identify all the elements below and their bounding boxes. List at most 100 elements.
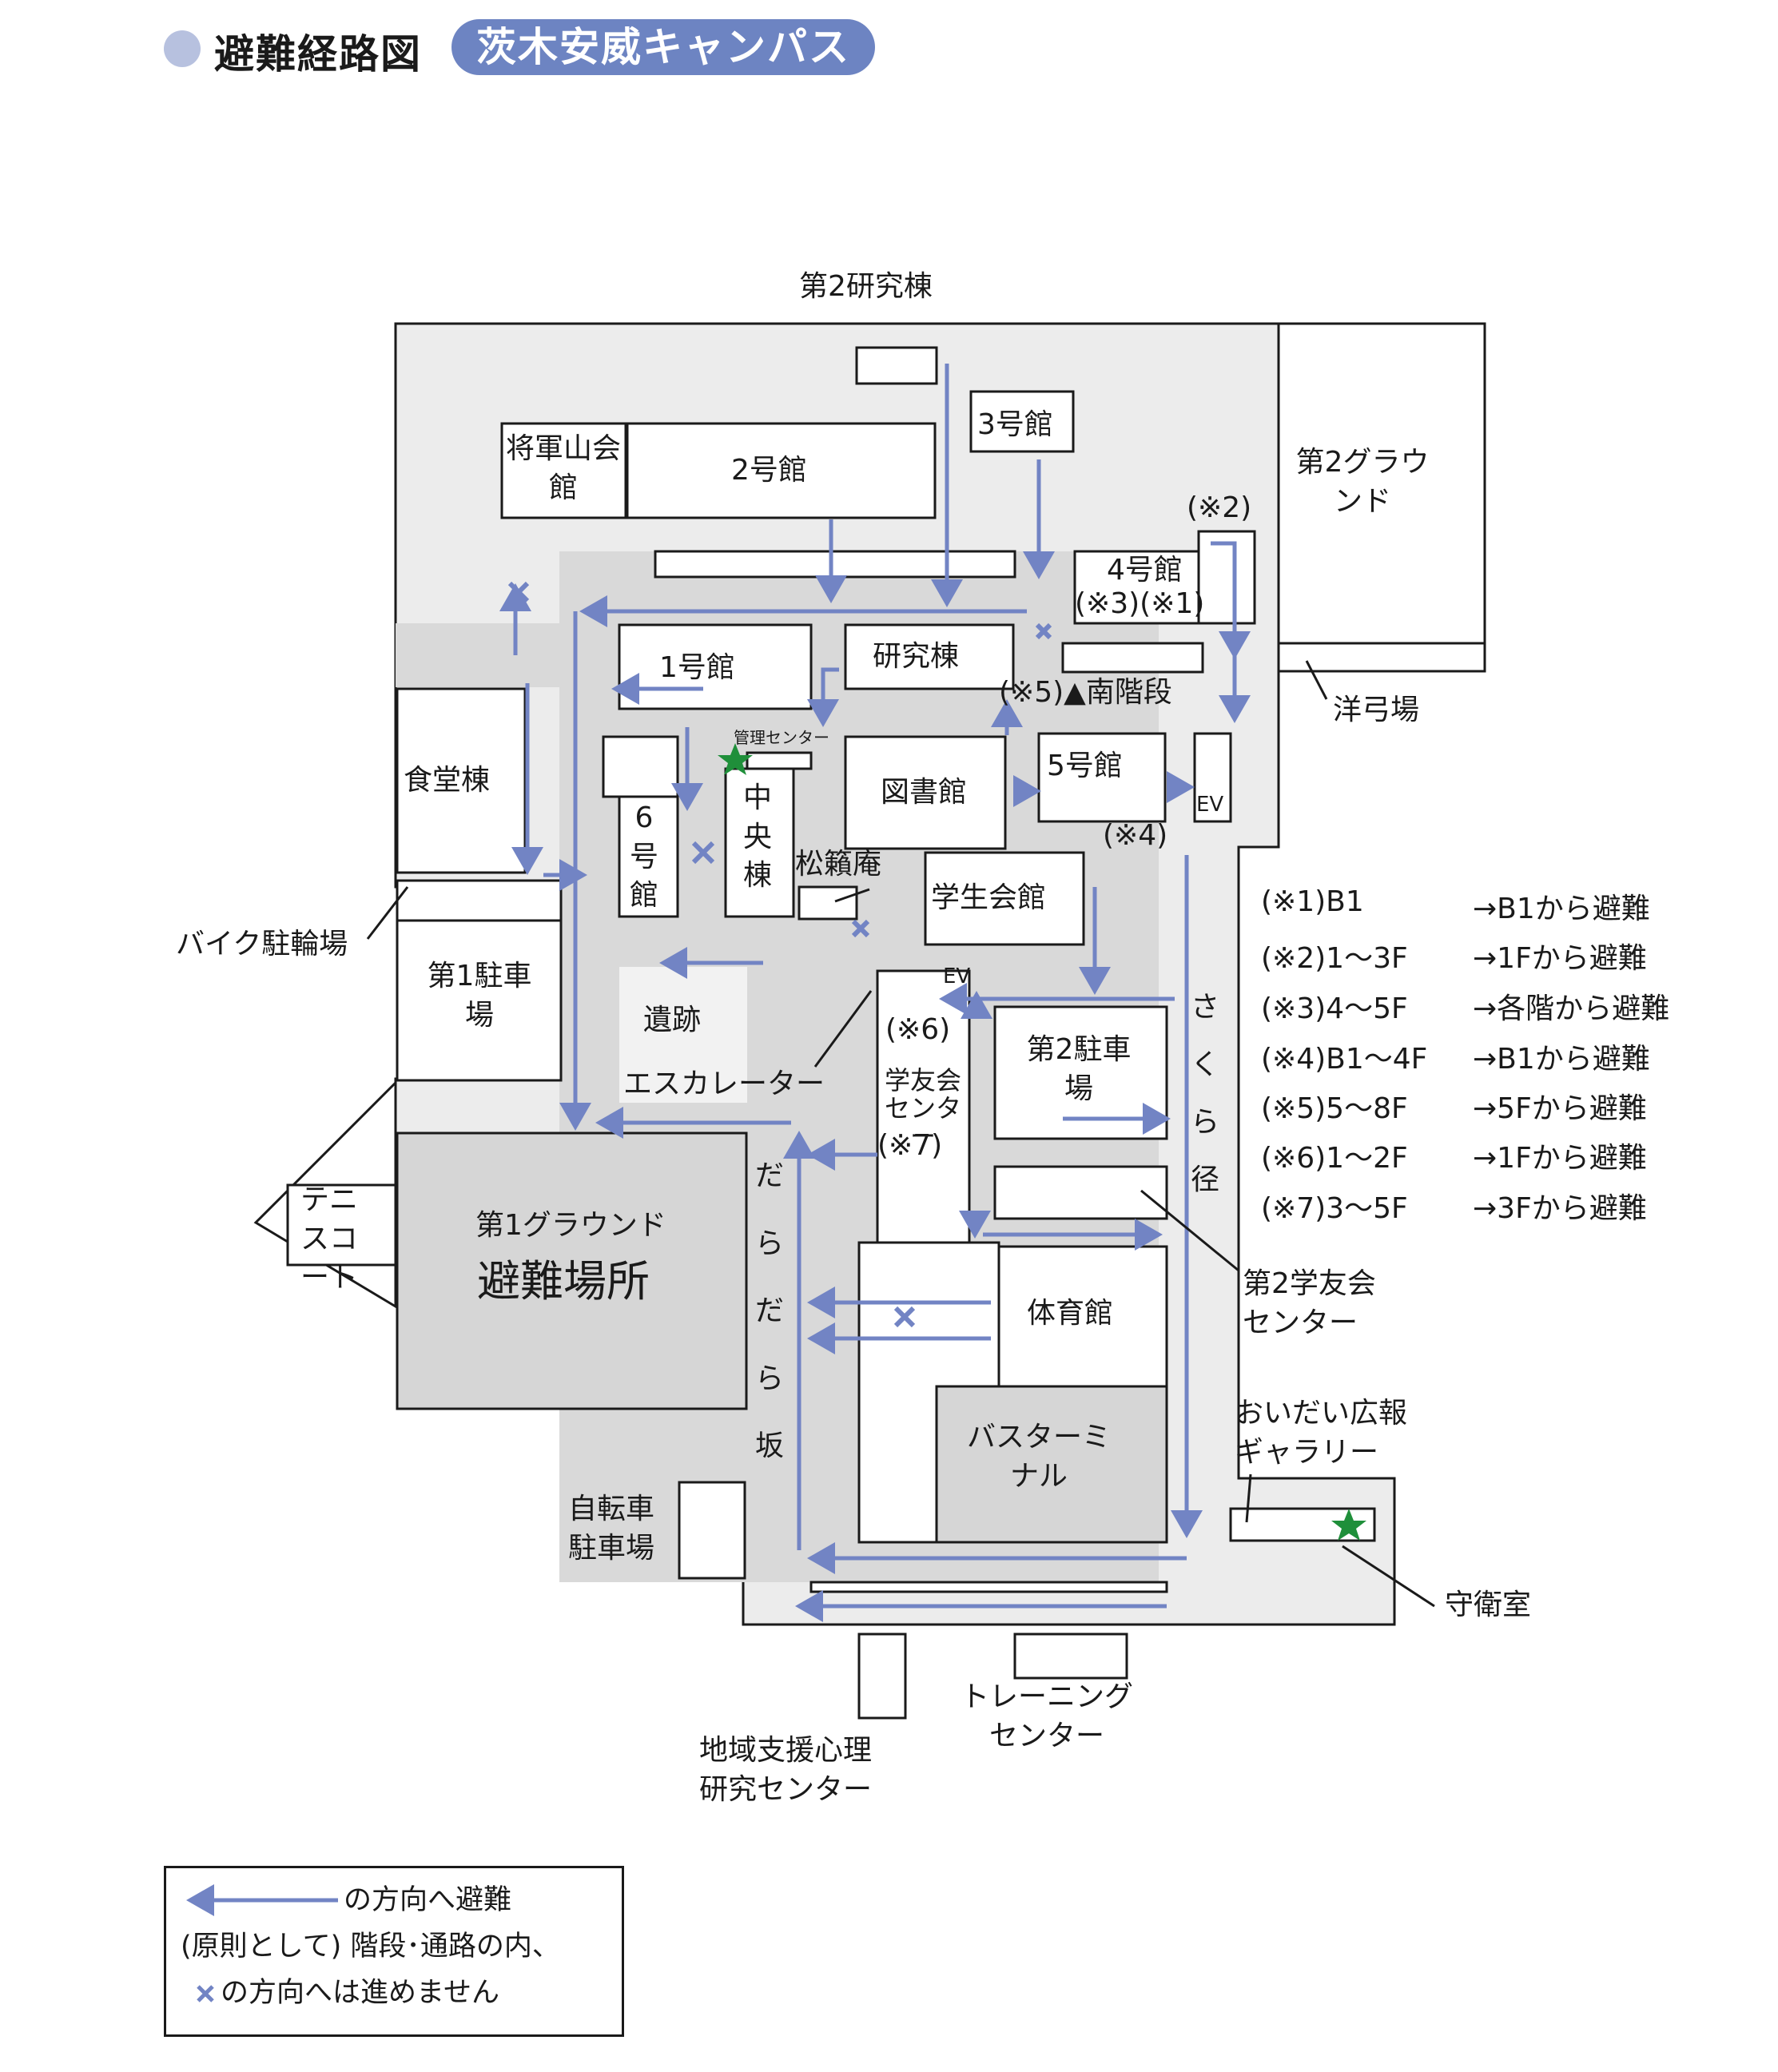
tennis-label: テニスコート xyxy=(300,1183,358,1295)
escalator-label: エスカレーター xyxy=(623,1068,825,1100)
gallery-label: おいだい広報ギャラリー xyxy=(1235,1397,1408,1469)
bus-terminal-label: バスターミナル xyxy=(966,1421,1111,1493)
b6-annex xyxy=(602,735,679,798)
legend-rule-text: (原則として) 階段･通路の内、 xyxy=(181,1931,560,1963)
ground1-area xyxy=(396,1131,748,1410)
bicycle-parking-label: 自転車駐車場 xyxy=(567,1493,654,1565)
b3-building xyxy=(969,390,1075,453)
shoraian-label: 松籟庵 xyxy=(795,848,882,881)
ground2-label: 第2グラウンド xyxy=(1295,446,1430,518)
research-building xyxy=(844,623,1015,690)
kanri-label: 管理センター xyxy=(734,728,829,747)
b2-building xyxy=(626,422,937,519)
research-label: 研究棟 xyxy=(873,640,960,673)
note4-marker: (※4) xyxy=(1103,819,1168,852)
b4-notes-label: (※3)(※1) xyxy=(1075,587,1205,620)
kanri-center xyxy=(746,751,813,770)
gym-label: 体育館 xyxy=(1027,1297,1114,1330)
bike-parking-label: バイク駐輪場 xyxy=(176,928,348,960)
gakuyu2-label: 第2学友会センター xyxy=(1243,1267,1376,1339)
b5-label: 5号館 xyxy=(1047,750,1123,782)
cafeteria-label: 食堂棟 xyxy=(404,764,491,797)
b1-label: 1号館 xyxy=(659,651,735,684)
b1-building xyxy=(618,623,813,710)
star-guard xyxy=(1331,1509,1366,1541)
legend-cross-icon xyxy=(197,1985,214,2002)
central-building xyxy=(724,767,795,918)
archery-area xyxy=(1277,642,1486,673)
bike-parking-area xyxy=(396,879,563,922)
b4-annex xyxy=(1197,530,1256,625)
regional-center-label: 地域支援心理研究センター xyxy=(699,1734,873,1806)
tennis-court xyxy=(286,1183,397,1267)
note-5: (※5)5～8F→5Fから避難 xyxy=(1261,1092,1647,1125)
research2-building xyxy=(855,346,938,385)
note6-marker: (※6) xyxy=(885,1013,951,1046)
escalator-leader xyxy=(813,990,873,1068)
b6-building xyxy=(618,795,679,918)
note-2: (※2)1～3F→1Fから避難 xyxy=(1261,942,1647,975)
library-building xyxy=(844,735,1007,850)
shogun-building xyxy=(500,422,627,519)
archery-leader xyxy=(1305,660,1328,700)
sakura-path-label: さくら径 xyxy=(1190,991,1219,1196)
b6-label: 6号館 xyxy=(629,801,658,913)
parking1-area xyxy=(396,919,563,1082)
bike-leader xyxy=(366,886,409,940)
b4-label: 4号館 xyxy=(1107,554,1183,587)
ev2-label: EV xyxy=(943,964,971,988)
legend-box: の方向へ避難 (原則として) 階段･通路の内、 の方向へは進めません xyxy=(164,1866,624,2037)
bus-terminal xyxy=(935,1385,1168,1544)
legend-cross-text: の方向へは進めません xyxy=(221,1977,499,2009)
training-center-label: トレーニングセンター xyxy=(960,1680,1133,1752)
corridor-strip xyxy=(654,550,1016,579)
south-stairs-label: (※5)▲南階段 xyxy=(999,676,1172,709)
ground1-label: 第1グラウンド xyxy=(475,1209,666,1242)
bicycle-parking xyxy=(678,1481,746,1580)
regional-center xyxy=(857,1633,907,1720)
map-title: 避難経路図 xyxy=(214,31,422,78)
gakuyu-building xyxy=(876,969,971,1244)
legend-arrow-text: の方向へ避難 xyxy=(344,1884,512,1916)
parking1-label: 第1駐車場 xyxy=(427,960,532,1032)
legend-marks xyxy=(186,1884,338,2002)
student-hall-label: 学生会館 xyxy=(931,881,1047,914)
library-label: 図書館 xyxy=(881,776,968,809)
guard-label: 守衛室 xyxy=(1445,1589,1532,1621)
gakuyu2-building xyxy=(993,1165,1168,1220)
b2-label: 2号館 xyxy=(731,454,807,487)
ruins-area xyxy=(619,967,747,1103)
note7-marker: (※7) xyxy=(877,1129,943,1162)
training-center xyxy=(1013,1633,1128,1680)
gakuyu2-leader xyxy=(1140,1189,1239,1272)
central-label: 中央棟 xyxy=(742,781,772,893)
shoraian-building xyxy=(798,885,858,921)
b5-building xyxy=(1037,732,1167,823)
ev-label: EV xyxy=(1196,793,1224,817)
campus-badge: 茨木安威キャンパス xyxy=(451,19,875,75)
note-6: (※6)1～2F→1Fから避難 xyxy=(1261,1142,1647,1175)
ruins-label: 遺跡 xyxy=(643,1004,702,1036)
gakuyu-label: 学友会センター xyxy=(884,1065,961,1152)
student-hall xyxy=(924,851,1085,946)
no-entry-marks xyxy=(507,581,1052,1328)
south-strip xyxy=(809,1581,1168,1593)
shoraian-leader xyxy=(834,888,870,903)
gallery-leader xyxy=(1245,1473,1252,1523)
evac-site-label: 避難場所 xyxy=(477,1256,650,1306)
daradara-slope-label: だらだら坂 xyxy=(754,1159,784,1463)
b5-ev xyxy=(1193,732,1232,823)
cafeteria-building xyxy=(396,687,527,874)
gym-building xyxy=(997,1245,1168,1388)
header-bullet xyxy=(164,30,201,67)
note-7: (※7)3～5F→3Fから避難 xyxy=(1261,1192,1647,1225)
research2-label: 第2研究棟 xyxy=(799,270,933,303)
archery-label: 洋弓場 xyxy=(1333,694,1420,726)
note2-marker: (※2) xyxy=(1187,491,1252,524)
note-3: (※3)4～5F→各階から避難 xyxy=(1261,992,1670,1025)
star-kanri xyxy=(718,743,753,775)
guard-leader xyxy=(1342,1545,1435,1608)
evacuation-routes xyxy=(499,364,1251,1622)
b3-label: 3号館 xyxy=(977,408,1053,441)
